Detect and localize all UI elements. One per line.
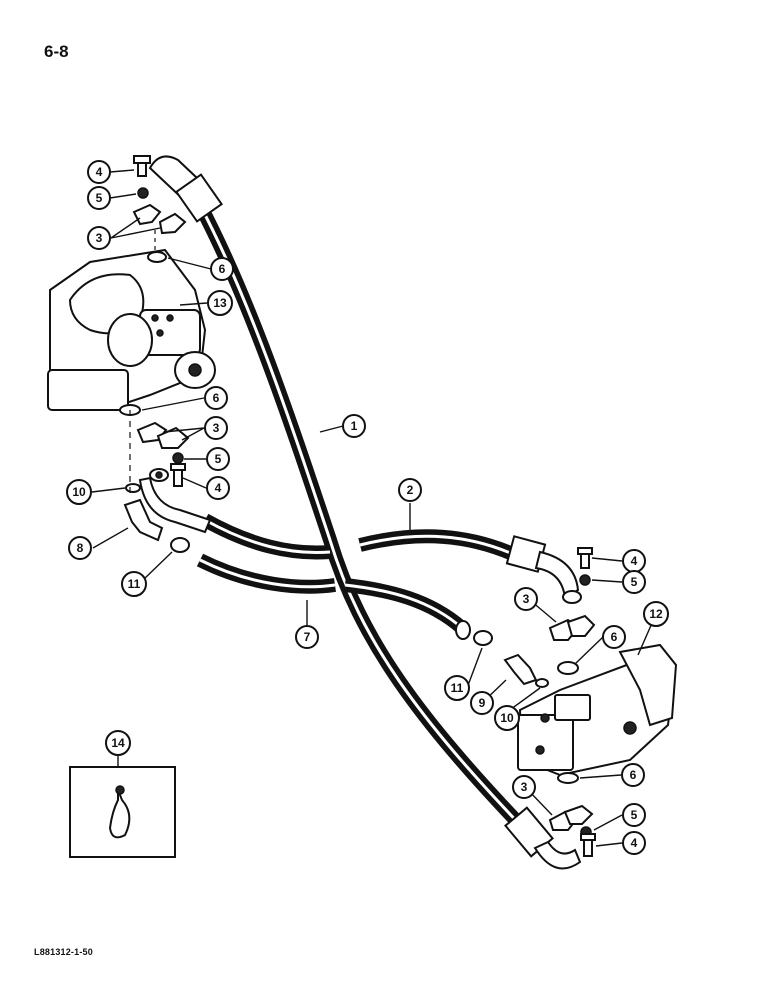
svg-text:4: 4 xyxy=(631,836,638,850)
motor-assembly-icon xyxy=(517,643,678,777)
svg-text:5: 5 xyxy=(631,575,638,589)
svg-text:11: 11 xyxy=(451,681,464,695)
svg-text:11: 11 xyxy=(128,577,141,591)
callout-4-top-left: 4 xyxy=(87,160,111,184)
svg-text:9: 9 xyxy=(479,696,486,710)
callout-9: 9 xyxy=(470,691,494,715)
callout-5-mid-left: 5 xyxy=(206,447,230,471)
svg-text:3: 3 xyxy=(521,780,528,794)
callout-11-left: 11 xyxy=(121,571,147,597)
callout-2: 2 xyxy=(398,478,422,502)
fitting-icon xyxy=(123,498,164,542)
o-ring-icon xyxy=(147,251,167,263)
callout-6-mid-left: 6 xyxy=(204,386,228,410)
svg-text:6: 6 xyxy=(630,768,637,782)
svg-text:14: 14 xyxy=(111,736,125,750)
clamp-icon xyxy=(132,203,162,226)
callout-12: 12 xyxy=(643,601,669,627)
svg-text:3: 3 xyxy=(96,231,103,245)
callout-14: 14 xyxy=(105,730,131,756)
svg-text:7: 7 xyxy=(304,630,311,644)
hose-7 xyxy=(138,476,471,640)
callout-4-right-bottom: 4 xyxy=(622,831,646,855)
callout-5-right-bottom: 5 xyxy=(622,803,646,827)
inset-strap xyxy=(69,766,176,858)
callout-4-mid-left: 4 xyxy=(206,476,230,500)
svg-text:10: 10 xyxy=(72,485,86,499)
callout-6-right-top: 6 xyxy=(602,625,626,649)
callout-6-right-bottom: 6 xyxy=(621,763,645,787)
svg-text:6: 6 xyxy=(611,630,618,644)
svg-text:5: 5 xyxy=(215,452,222,466)
callout-3-mid-left: 3 xyxy=(204,416,228,440)
svg-text:1: 1 xyxy=(351,419,358,433)
svg-text:4: 4 xyxy=(215,481,222,495)
callout-3-right-top: 3 xyxy=(514,587,538,611)
svg-text:4: 4 xyxy=(96,165,103,179)
callout-13: 13 xyxy=(207,290,233,316)
svg-text:12: 12 xyxy=(649,607,663,621)
svg-text:4: 4 xyxy=(631,554,638,568)
svg-text:5: 5 xyxy=(631,808,638,822)
svg-text:13: 13 xyxy=(213,296,227,310)
svg-text:3: 3 xyxy=(523,592,530,606)
svg-text:5: 5 xyxy=(96,191,103,205)
svg-text:3: 3 xyxy=(213,421,220,435)
pump-assembly-icon xyxy=(47,248,216,412)
callout-11-right: 11 xyxy=(444,675,470,701)
hose-1 xyxy=(148,155,582,870)
svg-text:6: 6 xyxy=(213,391,220,405)
svg-text:6: 6 xyxy=(219,262,226,276)
svg-text:10: 10 xyxy=(500,711,514,725)
washer-icon xyxy=(137,187,149,199)
strap-icon xyxy=(108,789,131,839)
page-number: 6-8 xyxy=(44,42,69,61)
callout-1: 1 xyxy=(342,414,366,438)
callout-5-right-top: 5 xyxy=(622,570,646,594)
callout-3-right-bottom: 3 xyxy=(512,775,536,799)
callout-7: 7 xyxy=(295,625,319,649)
callout-5-top-left: 5 xyxy=(87,186,111,210)
svg-text:2: 2 xyxy=(407,483,414,497)
small-parts xyxy=(119,155,596,857)
callout-10-left: 10 xyxy=(66,479,92,505)
leader-lines xyxy=(91,169,657,847)
callout-4-right-top: 4 xyxy=(622,549,646,573)
callout-8: 8 xyxy=(68,536,92,560)
document-code: L881312-1-50 xyxy=(34,947,93,957)
callout-6-top: 6 xyxy=(210,257,234,281)
svg-text:8: 8 xyxy=(77,541,84,555)
callout-10-right: 10 xyxy=(494,705,520,731)
callout-3-top-left: 3 xyxy=(87,226,111,250)
hose-2 xyxy=(358,529,582,604)
